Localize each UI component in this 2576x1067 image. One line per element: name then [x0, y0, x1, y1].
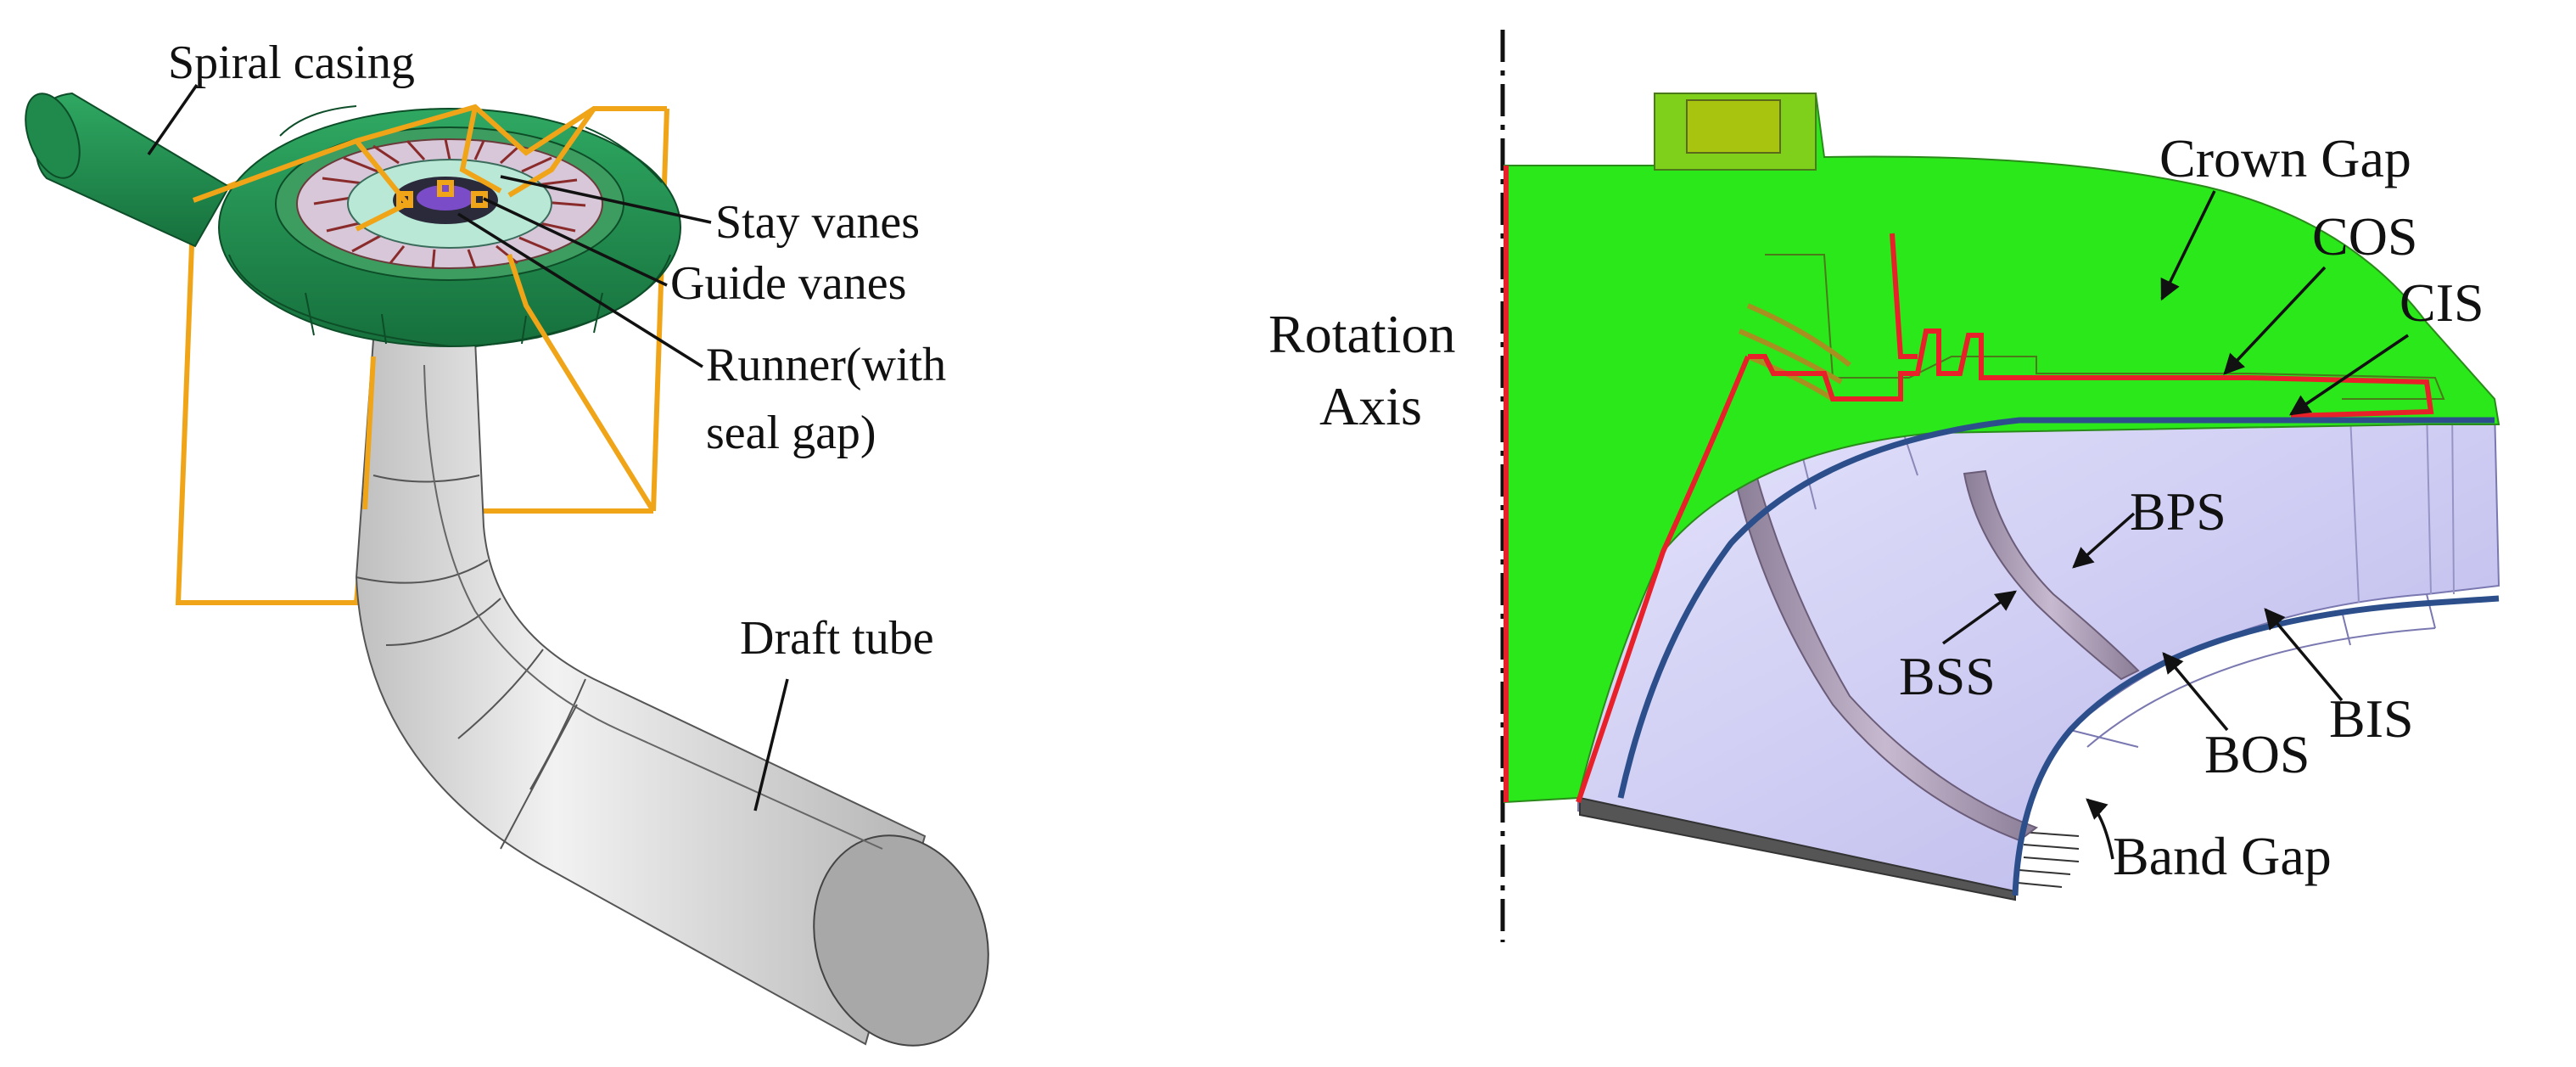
label-spiral-casing: Spiral casing [168, 37, 415, 89]
right-panel: Rotation Axis Crown Gap COS CIS BPS BSS … [1268, 30, 2500, 942]
label-bss: BSS [1899, 646, 1996, 706]
draft-tube [355, 339, 989, 1047]
arrow-cis [2288, 334, 2409, 416]
crown-outline [1504, 166, 2434, 803]
label-guide-vanes: Guide vanes [670, 257, 906, 310]
arrow-bis [2264, 608, 2344, 702]
label-bps: BPS [2130, 481, 2226, 542]
arrow-bos [2162, 652, 2229, 732]
arrow-band-gap [2086, 798, 2114, 860]
left-panel: Spiral casing Stay vanes Guide vanes Run… [25, 37, 989, 1047]
leader-stay-vanes [500, 175, 712, 224]
arrow-crown-gap [2160, 190, 2216, 301]
label-runner-line2: seal gap) [706, 407, 876, 459]
label-cos: COS [2312, 206, 2418, 267]
label-rotation-line1: Rotation [1268, 304, 1455, 364]
leader-spiral-casing [147, 84, 199, 155]
label-bis: BIS [2329, 688, 2414, 749]
support-frame-front [192, 104, 667, 513]
leader-draft-tube [753, 678, 789, 811]
blade-curves [1617, 417, 2500, 896]
label-bos: BOS [2204, 724, 2310, 784]
runner-band [1577, 406, 2500, 901]
label-draft-tube: Draft tube [740, 612, 934, 665]
leader-runner [457, 212, 703, 368]
spiral-casing [25, 92, 681, 347]
leader-guide-vanes [483, 197, 668, 287]
label-runner-line1: Runner(with [706, 339, 946, 391]
label-band-gap: Band Gap [2113, 826, 2332, 886]
arrow-cos [2223, 266, 2327, 375]
label-rotation-line2: Axis [1319, 376, 1422, 436]
label-stay-vanes: Stay vanes [715, 196, 920, 249]
label-cis: CIS [2400, 272, 2484, 333]
label-crown-gap: Crown Gap [2159, 128, 2411, 188]
arrow-bss [1941, 590, 2017, 645]
arrow-bps [2072, 512, 2136, 569]
